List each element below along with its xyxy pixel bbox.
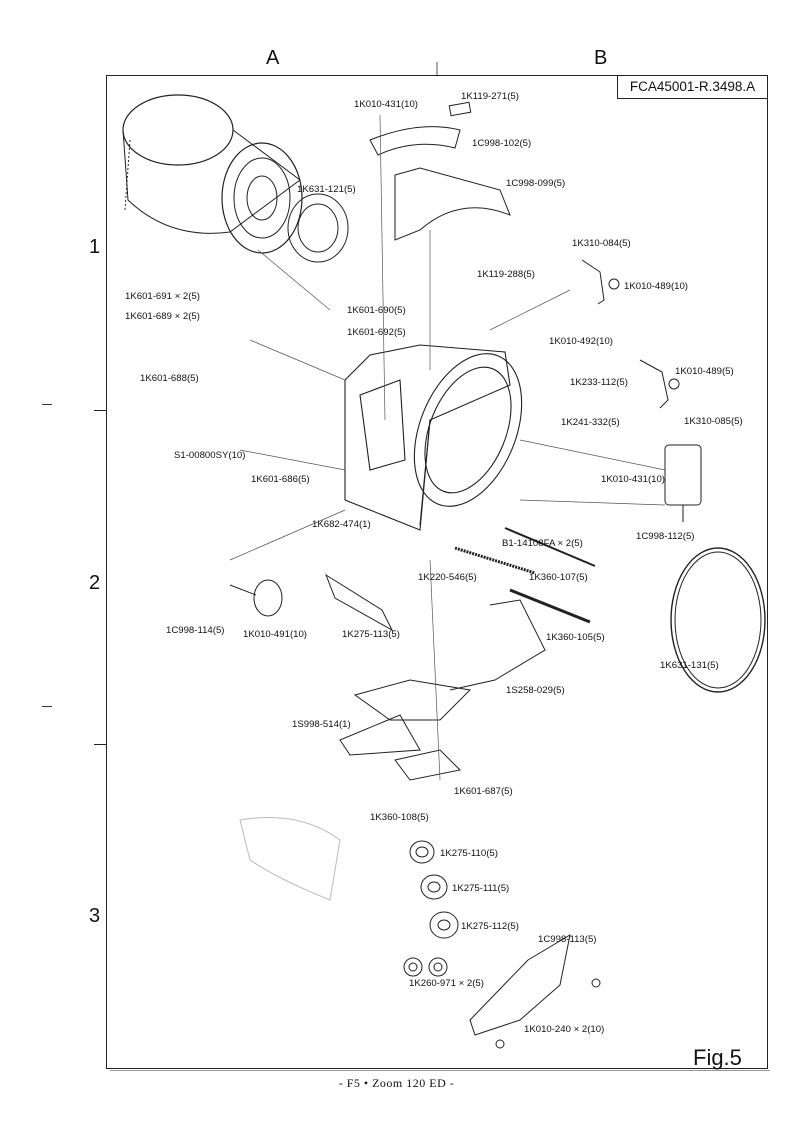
part-label: 1K010-431(10)	[601, 474, 666, 485]
part-label: B1-14108FA × 2(5)	[502, 538, 583, 549]
part-label: 1K360-105(5)	[546, 632, 605, 643]
part-label: 1S258-029(5)	[506, 685, 565, 696]
o-ring-icon	[674, 551, 762, 689]
bracket-icon	[639, 359, 669, 409]
part-label: 1K010-489(5)	[675, 366, 734, 377]
bearing-icon	[428, 957, 448, 977]
part-label: 1K601-687(5)	[454, 786, 513, 797]
part-label: 1K241-332(5)	[561, 417, 620, 428]
part-label: 1K601-690(5)	[347, 305, 406, 316]
lens-ring-icon	[287, 193, 349, 263]
potentiometer-icon	[229, 579, 283, 617]
screw-icon	[608, 278, 620, 290]
part-label: 1K260-971 × 2(5)	[409, 978, 484, 989]
part-label: S1-00800SY(10)	[174, 450, 246, 461]
part-label: 1K275-113(5)	[342, 629, 400, 640]
part-label: 1K631-121(5)	[297, 184, 356, 195]
part-label: 1K360-108(5)	[370, 812, 429, 823]
part-label: 1K119-271(5)	[461, 91, 519, 102]
pad-icon	[448, 101, 472, 117]
main-body-icon	[344, 344, 523, 531]
footer-rule	[110, 1070, 770, 1071]
bracket-icon	[449, 599, 546, 691]
part-label: 1K601-691 × 2(5)	[125, 291, 200, 302]
part-label: 1K010-491(10)	[243, 629, 308, 640]
lever-icon	[469, 933, 571, 1036]
part-label: 1K360-107(5)	[529, 572, 588, 583]
part-label: 1K233-112(5)	[570, 377, 628, 388]
page-footer: - F5 • Zoom 120 ED -	[338, 1076, 455, 1090]
part-label: 1C998-112(5)	[636, 531, 695, 542]
part-label: 1K220-546(5)	[418, 572, 477, 583]
part-label: 1K631-131(5)	[660, 660, 719, 671]
o-ring-icon	[670, 547, 766, 693]
plate-icon	[339, 714, 421, 756]
roller-icon	[324, 573, 394, 632]
part-label: 1K601-692(5)	[347, 327, 406, 338]
spring-icon	[454, 546, 536, 575]
column-label-b: B	[594, 47, 608, 69]
shaft-icon	[504, 527, 596, 567]
ghost-outline	[239, 817, 341, 901]
part-label: 1K310-085(5)	[684, 416, 743, 427]
grid-tick	[94, 410, 106, 411]
part-label: 1K310-084(5)	[572, 238, 631, 249]
part-label: 1K010-240 × 2(10)	[524, 1024, 605, 1035]
part-label: 1K010-431(10)	[354, 99, 419, 110]
margin-mark	[42, 404, 52, 405]
part-label: 1C998-099(5)	[506, 178, 566, 189]
lens-barrel-icon	[122, 94, 303, 254]
row-label-2: 2	[89, 572, 101, 594]
shaft-icon	[509, 588, 591, 624]
part-label: 1K275-110(5)	[440, 848, 498, 859]
screw-icon	[591, 978, 601, 988]
plate-icon	[353, 679, 472, 721]
part-label: 1K601-686(5)	[251, 474, 310, 485]
margin-mark	[42, 706, 52, 707]
row-label-3: 3	[89, 905, 101, 927]
part-label: 1K119-288(5)	[477, 269, 535, 280]
part-label: 1C998-102(5)	[472, 138, 532, 149]
part-label: 1K682-474(1)	[312, 519, 371, 530]
column-label-a: A	[266, 47, 280, 69]
row-label-1: 1	[89, 236, 101, 258]
figure-label: Fig.5	[693, 1045, 742, 1070]
part-label: 1K010-492(10)	[549, 336, 614, 347]
motor-icon	[664, 444, 702, 522]
reference-code-box: FCA45001-R.3498.A	[617, 75, 768, 99]
screw-icon	[668, 378, 680, 390]
part-label: 1K601-689 × 2(5)	[125, 311, 200, 322]
cover-plate-icon	[369, 126, 461, 156]
cover-shield-icon	[394, 167, 511, 241]
screw-icon	[495, 1039, 505, 1049]
part-label: 1C998-114(5)	[166, 625, 225, 636]
gear-icon	[409, 840, 435, 864]
part-label: 1K601-688(5)	[140, 373, 199, 384]
bearing-icon	[403, 957, 423, 977]
part-label: 1S998-514(1)	[292, 719, 351, 730]
gear-icon	[429, 911, 459, 939]
plate-icon	[394, 749, 462, 781]
part-label: 1C998-113(5)	[538, 934, 597, 945]
part-label: 1K275-111(5)	[452, 883, 510, 894]
part-label: 1K275-112(5)	[461, 921, 519, 932]
gear-icon	[420, 874, 448, 900]
part-label: 1K010-489(10)	[624, 281, 689, 292]
diagram-frame	[106, 75, 768, 1069]
grid-tick	[94, 744, 106, 745]
bracket-icon	[581, 259, 605, 305]
